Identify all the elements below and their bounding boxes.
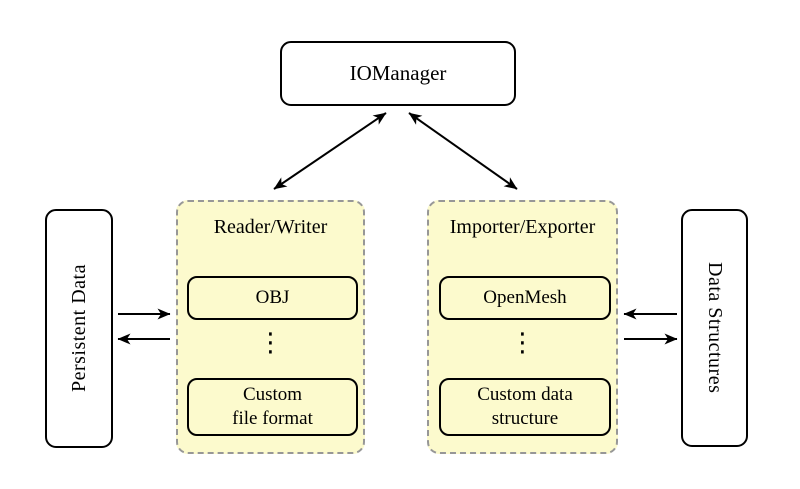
group-reader-writer-title: Reader/Writer — [213, 216, 328, 238]
connector-iomanager-importerexporter — [408, 112, 518, 190]
node-iomanager-label: IOManager — [349, 61, 447, 85]
node-data-structures-label: Data Structures — [704, 262, 726, 394]
group-importer-exporter: Importer/Exporter OpenMesh ⋮ Custom data… — [427, 200, 618, 454]
node-data-structures: Data Structures — [681, 209, 748, 447]
node-openmesh: OpenMesh — [439, 276, 611, 320]
node-obj: OBJ — [187, 276, 358, 320]
node-persistent-data-label: Persistent Data — [67, 264, 90, 393]
vertical-ellipsis-icon: ⋮ — [509, 328, 536, 358]
node-custom-data-structure-label: Custom data structure — [477, 384, 573, 429]
node-persistent-data: Persistent Data — [45, 209, 113, 448]
vertical-ellipsis-icon: ⋮ — [257, 328, 284, 358]
node-custom-data-structure: Custom data structure — [439, 378, 611, 436]
node-openmesh-label: OpenMesh — [483, 287, 567, 309]
group-importer-exporter-title: Importer/Exporter — [449, 216, 596, 238]
node-custom-file-format-label: Custom file format — [232, 384, 313, 429]
node-custom-file-format: Custom file format — [187, 378, 358, 436]
node-iomanager: IOManager — [280, 41, 516, 106]
group-reader-writer: Reader/Writer OBJ ⋮ Custom file format — [176, 200, 365, 454]
connector-iomanager-readerwriter — [273, 112, 387, 190]
node-obj-label: OBJ — [255, 287, 290, 309]
